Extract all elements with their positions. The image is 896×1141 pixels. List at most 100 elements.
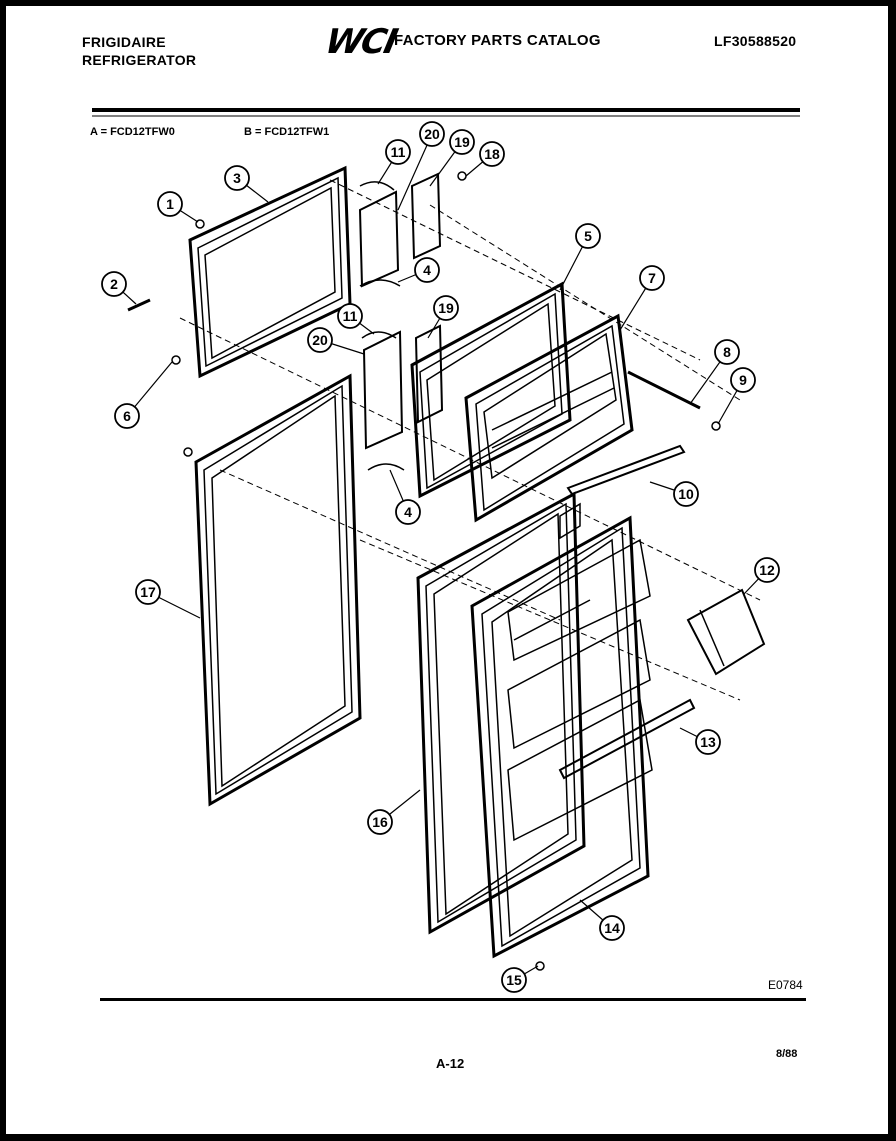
callout-number: 13: [700, 734, 716, 750]
catalog-title: FACTORY PARTS CATALOG: [394, 32, 601, 49]
callout-3: 3: [224, 165, 269, 203]
callout-circle: [575, 223, 601, 249]
callout-circle: [157, 191, 183, 217]
callout-circle: [673, 481, 699, 507]
callout-circle: [414, 257, 440, 283]
callout-circle: [307, 327, 333, 353]
callout-number: 17: [140, 584, 156, 600]
bracket-10: [559, 502, 581, 540]
door-shelf-rod: [627, 370, 701, 410]
callout-circle: [639, 265, 665, 291]
fresh-food-door-outer: [416, 491, 586, 935]
callout-circle: [337, 303, 363, 329]
callout-circle: [501, 967, 527, 993]
callout-circle: [367, 809, 393, 835]
callout-12: 12: [743, 557, 780, 595]
screw-6b: [183, 447, 193, 457]
callout-number: 19: [438, 300, 454, 316]
callout-5: 5: [559, 223, 601, 291]
pin-2: [127, 298, 151, 312]
callout-number: 19: [454, 134, 470, 150]
callout-number: 1: [166, 196, 174, 212]
brand-line-1: FRIGIDAIRE: [82, 34, 166, 50]
dairy-door-12: [686, 588, 766, 676]
screw-15: [535, 961, 545, 971]
callout-10: 10: [649, 481, 699, 507]
model-b-label: B = FCD12TFW1: [244, 126, 330, 138]
catalog-date: 8/88: [776, 1048, 798, 1060]
callout-6: 6: [114, 361, 173, 429]
callout-circle: [714, 339, 740, 365]
callout-1: 1: [157, 191, 199, 223]
callout-circle: [754, 557, 780, 583]
callout-number: 9: [739, 372, 747, 388]
callout-number: 4: [423, 262, 431, 278]
callout-9: 9: [717, 367, 756, 425]
callout-number: 11: [391, 144, 406, 160]
bar-10: [566, 444, 686, 496]
callout-number: 5: [584, 228, 592, 244]
callout-number: 12: [759, 562, 775, 578]
page-number: A-12: [436, 1056, 465, 1071]
callout-circle: [419, 121, 445, 147]
callout-4: 4: [389, 469, 421, 525]
callout-number: 16: [372, 814, 388, 830]
callout-7: 7: [619, 265, 665, 331]
callout-number: 15: [506, 972, 522, 988]
callout-20: 20: [307, 327, 365, 355]
fresh-food-door-gasket: [194, 373, 362, 807]
screw-6a: [171, 355, 181, 365]
callout-4: 4: [397, 257, 440, 283]
callout-circle: [395, 499, 421, 525]
footer-rule: [100, 998, 806, 1001]
callout-number: 20: [312, 332, 328, 348]
catalog-number: LF30588520: [714, 33, 797, 49]
callout-circle: [101, 271, 127, 297]
callout-circle: [433, 295, 459, 321]
callout-circle: [224, 165, 250, 191]
callout-number: 7: [648, 270, 656, 286]
callout-circle: [730, 367, 756, 393]
callout-19: 19: [427, 295, 459, 339]
callout-circle: [449, 129, 475, 155]
callout-number: 3: [233, 170, 241, 186]
callout-2: 2: [101, 271, 137, 305]
freezer-inner-door: [464, 313, 634, 523]
callout-circle: [385, 139, 411, 165]
callout-circle: [695, 729, 721, 755]
callout-14: 14: [579, 899, 625, 941]
callout-11: 11: [377, 139, 411, 185]
callout-13: 13: [679, 727, 721, 755]
model-a-label: A = FCD12TFW0: [90, 126, 175, 138]
callout-16: 16: [367, 789, 421, 835]
callout-circle: [599, 915, 625, 941]
callout-19: 19: [429, 129, 475, 187]
catalog-sheet: [6, 6, 888, 1134]
shelf-rod-13: [558, 698, 696, 780]
header-rule-thick: [92, 108, 800, 112]
screw-18: [457, 171, 467, 181]
callout-17: 17: [135, 579, 201, 619]
hinge-parts-lower: [361, 324, 444, 471]
callout-8: 8: [689, 339, 740, 405]
callout-15: 15: [501, 965, 539, 993]
callout-number: 11: [343, 308, 358, 324]
callout-number: 10: [678, 486, 694, 502]
callout-18: 18: [465, 141, 505, 177]
callout-number: 2: [110, 276, 118, 292]
callout-11: 11: [337, 303, 375, 335]
callout-number: 6: [123, 408, 131, 424]
screw-9: [711, 421, 721, 431]
callout-number: 14: [604, 920, 620, 936]
callout-circle: [114, 403, 140, 429]
hinge-parts-upper: [358, 172, 442, 288]
callout-circle: [135, 579, 161, 605]
brand-line-2: REFRIGERATOR: [82, 52, 197, 68]
callout-leader: [397, 133, 433, 211]
diagram-code: E0784: [768, 978, 803, 992]
callout-20: 20: [397, 121, 445, 211]
screw-1: [195, 219, 205, 229]
